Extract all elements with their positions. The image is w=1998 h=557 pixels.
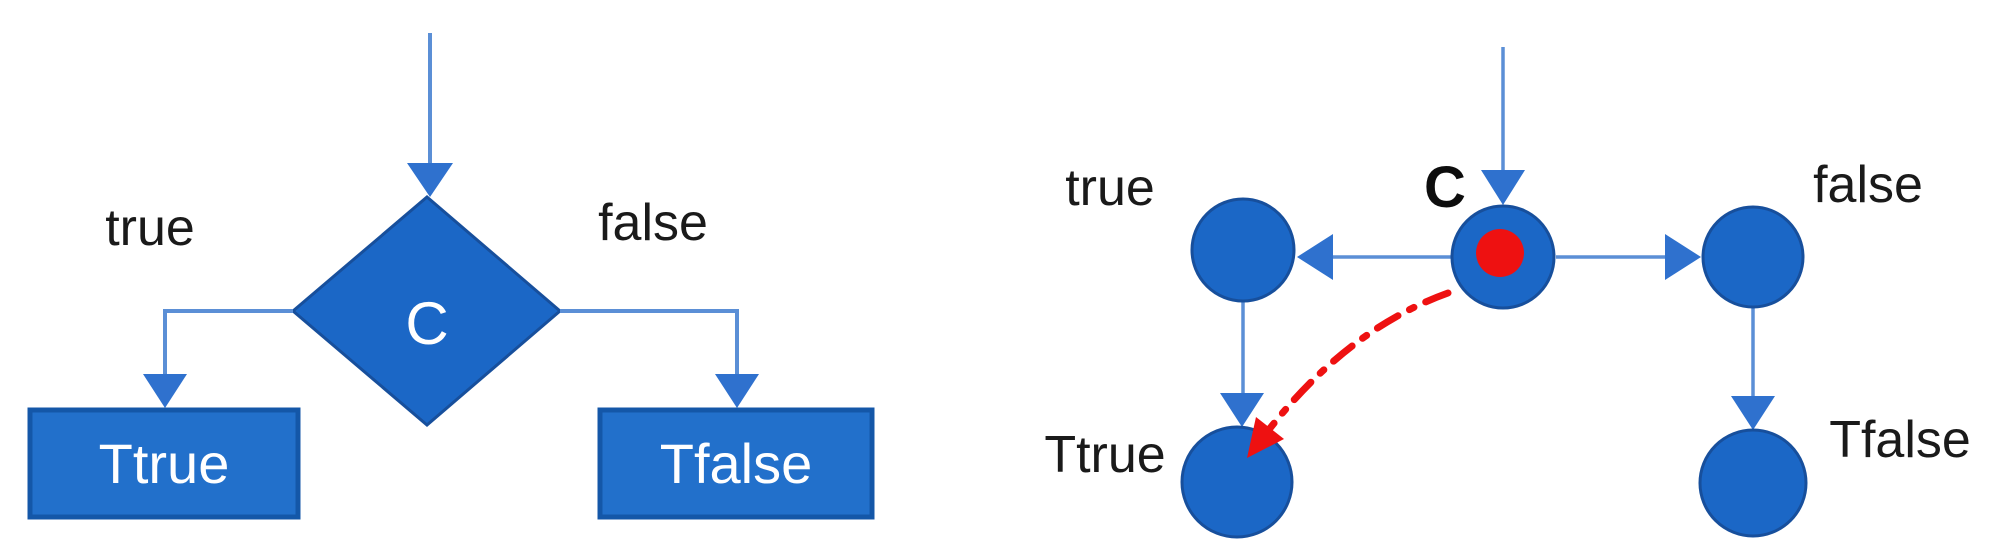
- tfalse-action-label: Tfalse: [660, 432, 813, 495]
- flowchart-false-branch-line: [560, 309, 739, 378]
- petri-net-diagram: C true false T: [1044, 47, 1971, 539]
- token-dot-icon: [1476, 229, 1524, 277]
- petri-tfalse-place-label: Tfalse: [1829, 411, 1971, 469]
- flowchart-false-branch-label: false: [598, 194, 708, 252]
- petri-c-to-false-arrowhead-icon: [1665, 234, 1701, 280]
- petri-condition-label: C: [1424, 155, 1466, 220]
- flowchart-true-branch-arrowhead-icon: [143, 374, 187, 408]
- petri-true-place-label: true: [1065, 159, 1155, 217]
- place-tfalse: [1698, 428, 1808, 538]
- flowchart-diagram: C true false Ttrue Tfalse: [27, 33, 875, 520]
- red-firing-arrowhead-icon: [1247, 417, 1284, 458]
- flowchart-condition-label: C: [405, 290, 448, 357]
- flowchart-true-branch-label: true: [105, 199, 195, 257]
- petri-false-place-label: false: [1813, 156, 1923, 214]
- petri-entry-arrowhead-icon: [1481, 170, 1525, 205]
- ttrue-action-label: Ttrue: [99, 432, 230, 495]
- place-ttrue: [1180, 425, 1294, 539]
- flowchart-false-branch-arrowhead-icon: [715, 374, 759, 408]
- ttrue-action-box: [27, 407, 301, 520]
- place-true: [1190, 197, 1296, 303]
- place-false: [1701, 205, 1805, 309]
- tfalse-action-box: [597, 407, 875, 520]
- condition-diamond: [290, 195, 563, 427]
- red-firing-curve: [1260, 289, 1452, 440]
- petri-false-to-tfalse-arrowhead-icon: [1731, 396, 1775, 430]
- flowchart-true-branch-line: [163, 309, 293, 378]
- flowchart-entry-arrowhead-icon: [407, 163, 453, 197]
- petri-ttrue-place-label: Ttrue: [1044, 426, 1165, 484]
- petri-c-to-true-arrowhead-icon: [1297, 234, 1333, 280]
- petri-true-to-ttrue-arrowhead-icon: [1220, 393, 1264, 427]
